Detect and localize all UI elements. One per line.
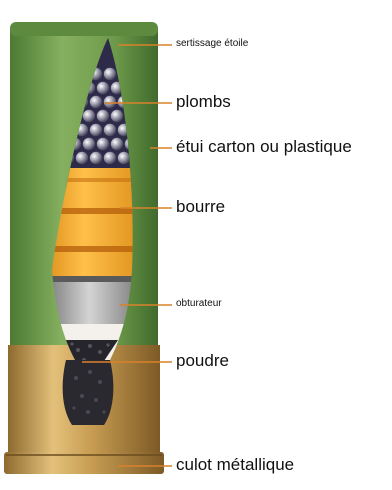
powder-charge bbox=[63, 360, 114, 425]
shot-pellet bbox=[90, 152, 102, 164]
shot-pellet bbox=[97, 82, 109, 94]
shot-pellet bbox=[104, 96, 116, 108]
shot-pellet bbox=[111, 110, 123, 122]
label-crimp: sertissage étoile bbox=[176, 38, 248, 49]
shot-pellet bbox=[104, 68, 116, 80]
shot-pellet bbox=[83, 110, 95, 122]
shot-pellet bbox=[104, 124, 116, 136]
label-shot: plombs bbox=[176, 92, 231, 112]
label-powder: poudre bbox=[176, 351, 229, 371]
hull-top-crimp bbox=[10, 22, 158, 36]
shot-pellet bbox=[111, 138, 123, 150]
shot-pellet bbox=[76, 152, 88, 164]
label-base: culot métallique bbox=[176, 455, 294, 475]
shot-pellet bbox=[90, 124, 102, 136]
label-overpowder: obturateur bbox=[176, 298, 222, 309]
shot-pellet bbox=[118, 152, 130, 164]
shot-pellet bbox=[83, 138, 95, 150]
shot-pellet bbox=[90, 96, 102, 108]
shot-pellet bbox=[97, 138, 109, 150]
shot-pellet bbox=[97, 110, 109, 122]
label-wad: bourre bbox=[176, 197, 225, 217]
label-hull: étui carton ou plastique bbox=[176, 137, 352, 157]
shot-pellet bbox=[104, 152, 116, 164]
